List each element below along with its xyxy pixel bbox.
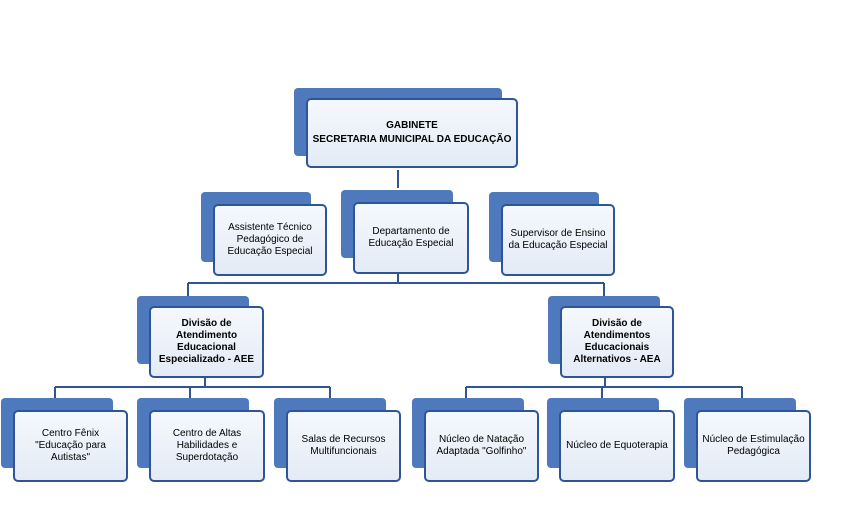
assistente-tecnico-label: Assistente Técnico Pedagógico de Educaçã…: [213, 204, 327, 276]
nucleo-equoterapia-label: Núcleo de Equoterapia: [559, 410, 675, 482]
division-aee-label: Divisão de Atendimento Educacional Espec…: [149, 306, 264, 378]
centro-altas-habilidades-label: Centro de Altas Habilidades e Superdotaç…: [149, 410, 265, 482]
supervisor-label: Supervisor de Ensino da Educação Especia…: [501, 204, 615, 276]
division-aea-label: Divisão de Atendimentos Educacionais Alt…: [560, 306, 674, 378]
node-centro-fenix: Centro Fênix "Educação para Autistas": [1, 398, 128, 482]
node-nucleo-equoterapia: Núcleo de Equoterapia: [547, 398, 675, 482]
salas-recursos-label: Salas de Recursos Multifuncionais: [286, 410, 401, 482]
node-centro-altas-habilidades: Centro de Altas Habilidades e Superdotaç…: [137, 398, 265, 482]
node-supervisor: Supervisor de Ensino da Educação Especia…: [489, 192, 615, 276]
node-salas-recursos: Salas de Recursos Multifuncionais: [274, 398, 401, 482]
departamento-label: Departamento de Educação Especial: [353, 202, 469, 274]
nucleo-natacao-label: Núcleo de Natação Adaptada "Golfinho": [424, 410, 539, 482]
node-assistente-tecnico: Assistente Técnico Pedagógico de Educaçã…: [201, 192, 327, 276]
node-departamento: Departamento de Educação Especial: [341, 190, 469, 274]
node-division-aea: Divisão de Atendimentos Educacionais Alt…: [548, 296, 674, 378]
node-division-aee: Divisão de Atendimento Educacional Espec…: [137, 296, 264, 378]
node-nucleo-estimulacao: Núcleo de Estimulação Pedagógica: [684, 398, 811, 482]
node-gabinete: GABINETE SECRETARIA MUNICIPAL DA EDUCAÇÃ…: [294, 88, 519, 170]
root-subtitle: SECRETARIA MUNICIPAL DA EDUCAÇÃO: [312, 134, 512, 145]
nucleo-estimulacao-label: Núcleo de Estimulação Pedagógica: [696, 410, 811, 482]
node-nucleo-natacao: Núcleo de Natação Adaptada "Golfinho": [412, 398, 539, 482]
root-title: GABINETE: [386, 120, 438, 131]
centro-fenix-label: Centro Fênix "Educação para Autistas": [13, 410, 128, 482]
